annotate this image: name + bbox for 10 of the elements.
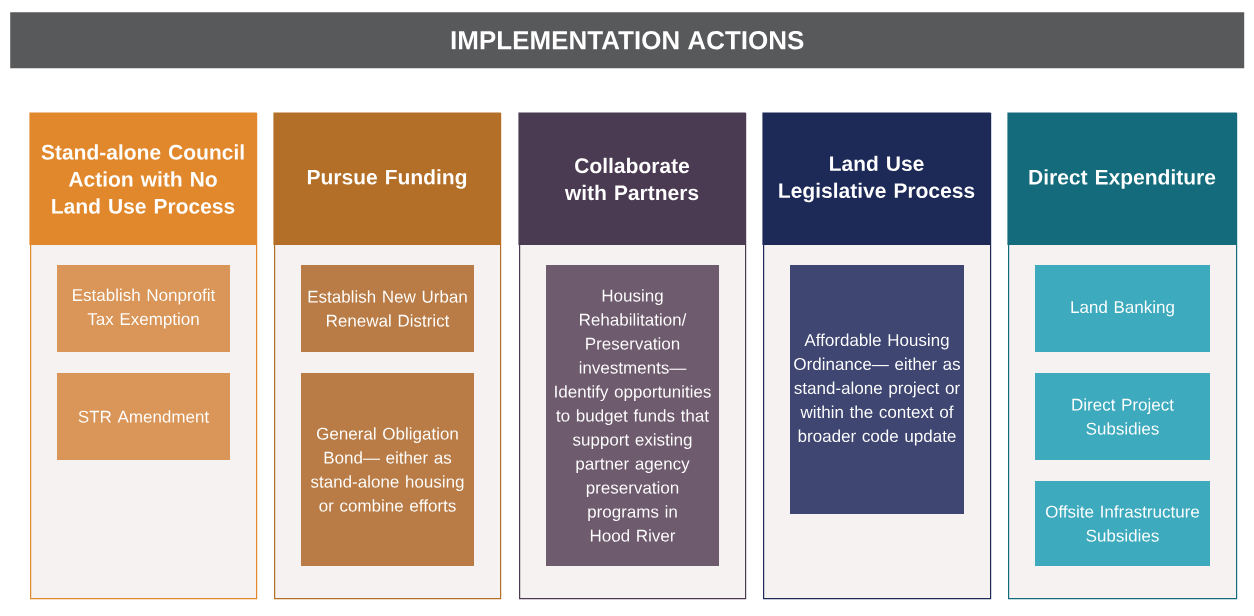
action-box: Establish New Urban Renewal District (301, 265, 474, 352)
action-box: STR Amendment (57, 373, 230, 460)
action-box: Affordable Housing Ordinance— either as stand-alone project or within the context of broader code update (790, 265, 964, 514)
action-box: Housing Rehabilitation/ Preservation investments— Identify opportunities to budget funds that support existing partner agency preservation programs in Hood River (546, 265, 719, 566)
action-box: Establish Nonprofit Tax Exemption (57, 265, 230, 352)
action-box: Land Banking (1035, 265, 1210, 352)
action-box: General Obligation Bond— either as stand-alone housing or combine efforts (301, 373, 474, 566)
action-box: Direct Project Subsidies (1035, 373, 1210, 460)
action-box: Offsite Infrastructure Subsidies (1035, 481, 1210, 566)
title-banner: IMPLEMENTATION ACTIONS (10, 12, 1245, 69)
